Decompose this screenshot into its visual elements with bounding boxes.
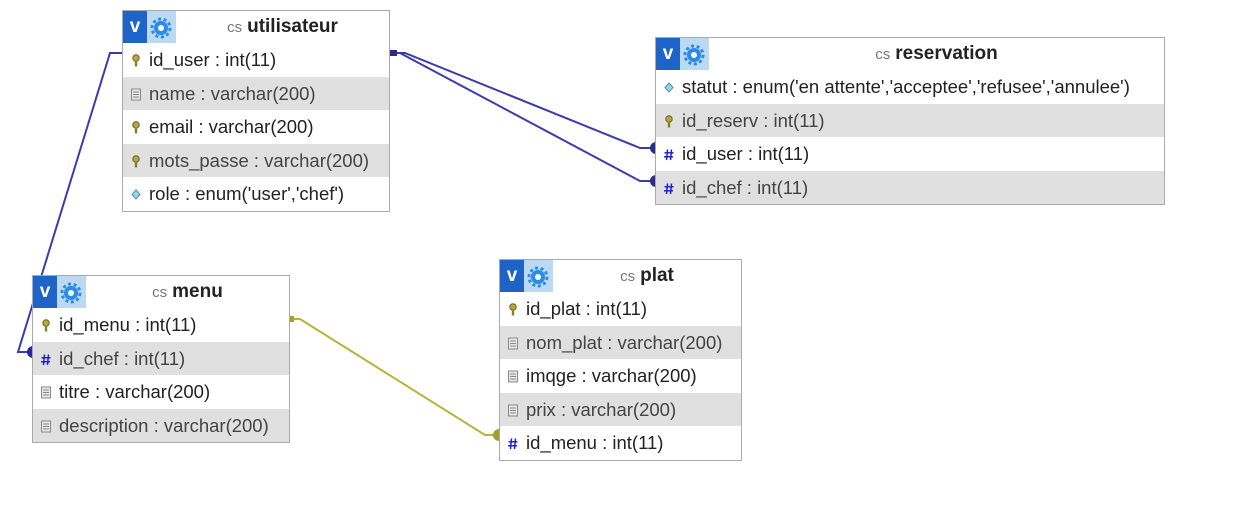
column-label: id_reserv : int(11) [682, 109, 825, 131]
hash-icon [41, 353, 51, 365]
gear-icon[interactable] [60, 282, 82, 304]
table-buttons: v [33, 276, 86, 308]
column-row[interactable]: id_menu : int(11) [500, 426, 741, 460]
column-row[interactable]: id_plat : int(11) [500, 292, 741, 326]
relation-end-marker [493, 429, 499, 441]
table-prefix: cs [875, 46, 891, 63]
column-label: description : varchar(200) [59, 414, 269, 436]
column-label: titre : varchar(200) [59, 381, 211, 402]
diamond-icon [664, 82, 674, 93]
column-label: id_menu : int(11) [526, 432, 664, 453]
column-label: id_menu : int(11) [59, 314, 197, 335]
text-field-icon [41, 386, 51, 399]
gear-icon[interactable] [527, 266, 549, 288]
relation-end-marker [27, 346, 33, 358]
column-row[interactable]: description : varchar(200) [33, 408, 289, 442]
column-row[interactable]: id_user : int(11) [656, 137, 1164, 171]
column-row[interactable]: mots_passe : varchar(200) [123, 143, 389, 177]
column-row[interactable]: titre : varchar(200) [33, 375, 289, 409]
table-name: utilisateur [247, 16, 338, 37]
relation-line-menu-plat [289, 318, 499, 436]
table-prefix: cs [227, 19, 243, 36]
column-label: statut : enum('en attente','acceptee','r… [682, 76, 1130, 97]
text-field-icon [131, 88, 141, 100]
column-label: id_chef : int(11) [59, 347, 186, 369]
table-name: reservation [895, 43, 998, 64]
column-row[interactable]: email : varchar(200) [123, 110, 389, 144]
v-badge-icon[interactable]: v [500, 260, 524, 292]
column-label: nom_plat : varchar(200) [526, 331, 723, 353]
gear-icon[interactable] [150, 17, 172, 39]
column-label: id_plat : int(11) [526, 298, 647, 319]
relation-line-chef-reservation [390, 52, 656, 182]
column-row[interactable]: id_menu : int(11) [33, 308, 289, 342]
text-field-icon [508, 370, 518, 383]
column-label: id_user : int(11) [149, 49, 277, 70]
column-label: imqge : varchar(200) [526, 365, 697, 386]
relation-start-marker [286, 316, 294, 322]
table-buttons: v [500, 260, 553, 292]
v-badge-icon[interactable]: v [33, 276, 57, 308]
diamond-icon [131, 189, 141, 200]
text-field-icon [508, 404, 518, 416]
column-row[interactable]: id_chef : int(11) [656, 170, 1164, 204]
column-row[interactable]: id_user : int(11) [123, 43, 389, 77]
key-icon [509, 303, 517, 316]
hash-icon [664, 149, 674, 161]
text-field-icon [41, 420, 51, 432]
relation-end-marker [650, 142, 656, 154]
column-row[interactable]: id_reserv : int(11) [656, 103, 1164, 137]
column-label: mots_passe : varchar(200) [149, 149, 370, 171]
table-prefix: cs [152, 284, 168, 301]
column-label: prix : varchar(200) [526, 398, 677, 420]
column-row[interactable]: role : enum('user','chef') [123, 177, 389, 211]
text-field-icon [508, 337, 518, 349]
key-icon [132, 121, 140, 134]
column-label: name : varchar(200) [149, 82, 316, 104]
key-icon [665, 114, 673, 127]
table-buttons: v [656, 38, 709, 70]
key-icon [42, 319, 50, 332]
column-row[interactable]: nom_plat : varchar(200) [500, 325, 741, 359]
table-buttons: v [123, 11, 176, 43]
column-label: role : enum('user','chef') [149, 183, 345, 204]
v-badge-icon[interactable]: v [123, 11, 147, 43]
column-row[interactable]: name : varchar(200) [123, 76, 389, 110]
column-row[interactable]: statut : enum('en attente','acceptee','r… [656, 70, 1164, 104]
key-icon [132, 154, 140, 167]
table-name: plat [640, 265, 674, 286]
column-label: id_user : int(11) [682, 143, 810, 164]
gear-icon[interactable] [683, 44, 705, 66]
relation-end-marker [650, 175, 656, 187]
hash-icon [508, 438, 518, 450]
relation-start-marker [389, 50, 397, 56]
relation-line-chef-menu [16, 52, 122, 353]
column-row[interactable]: id_chef : int(11) [33, 341, 289, 375]
v-badge-icon[interactable]: v [656, 38, 680, 70]
relation-line-user-reservation [390, 52, 656, 149]
hash-icon [664, 182, 674, 194]
column-row[interactable]: imqge : varchar(200) [500, 359, 741, 393]
column-label: email : varchar(200) [149, 116, 314, 137]
column-row[interactable]: prix : varchar(200) [500, 392, 741, 426]
key-icon [132, 54, 140, 67]
table-prefix: cs [620, 268, 636, 285]
column-label: id_chef : int(11) [682, 176, 809, 198]
table-name: menu [172, 281, 223, 302]
